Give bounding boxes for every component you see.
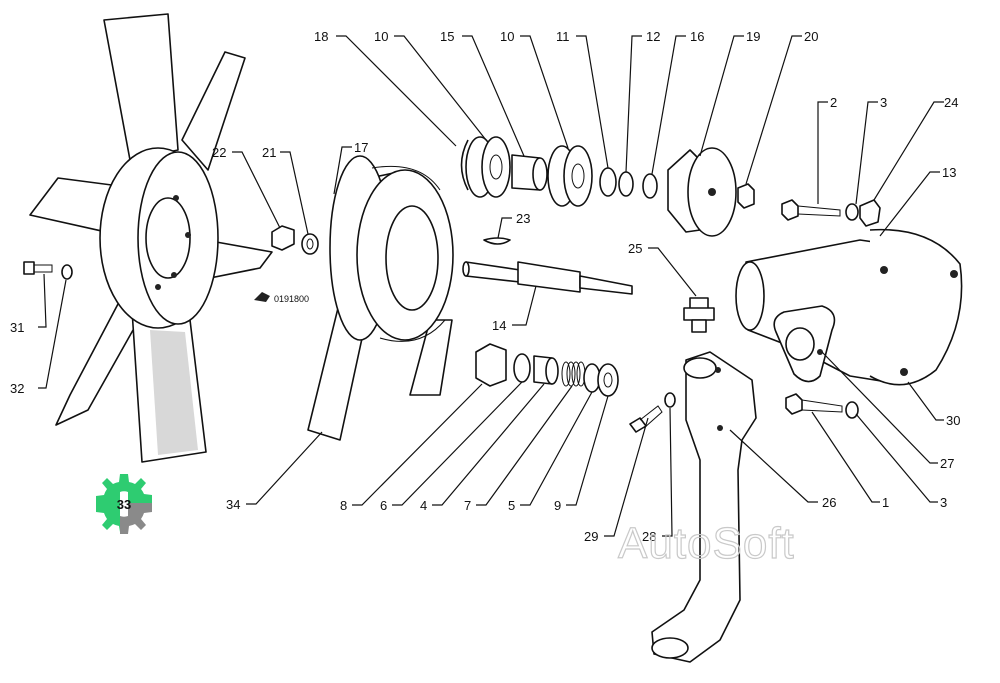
callout-2: 2	[830, 95, 837, 110]
callout-15: 15	[440, 29, 454, 44]
callout-1: 1	[882, 495, 889, 510]
callout-labels: 18 10 15 10 11 12 16 19 20 17 22 21 2 3 …	[10, 29, 960, 544]
seal-stack	[475, 343, 619, 397]
callout-11: 11	[556, 29, 570, 44]
fan-bolt-hole-1	[173, 195, 179, 201]
callout-10a: 10	[374, 29, 388, 44]
bearing-10a	[465, 136, 511, 198]
part-6	[513, 353, 531, 383]
bolt-1	[785, 393, 843, 415]
belt-and-pulley	[307, 155, 454, 441]
callout-31: 31	[10, 320, 24, 335]
pump-housing-13	[735, 228, 963, 386]
washer-32	[61, 264, 73, 280]
fan-bolt-hole-3	[171, 272, 177, 278]
belt-34-back	[409, 319, 453, 396]
callout-14: 14	[492, 318, 506, 333]
callout-22: 22	[212, 145, 226, 160]
callout-3-bottom: 3	[940, 495, 947, 510]
bolt-31	[23, 261, 53, 275]
fan-blade-top	[103, 13, 179, 161]
gear-icon-right	[120, 503, 152, 534]
callout-12: 12	[646, 29, 660, 44]
fan-bolt-hole-4	[155, 284, 161, 290]
callout-6: 6	[380, 498, 387, 513]
drawing-code-stamp: 0191800	[254, 292, 309, 304]
callout-21: 21	[262, 145, 276, 160]
callout-8: 8	[340, 498, 347, 513]
fan-blade-upper-right	[181, 51, 246, 171]
ring-12	[618, 171, 634, 197]
callout-13: 13	[942, 165, 956, 180]
callout-9: 9	[554, 498, 561, 513]
seal-16	[642, 173, 658, 199]
pulley-17-bore	[385, 205, 439, 311]
spacer-15	[511, 154, 548, 191]
callout-10b: 10	[500, 29, 514, 44]
fan-blade-bottom-shade	[150, 330, 198, 455]
fan-assembly	[29, 13, 273, 463]
ring-11	[599, 167, 617, 197]
washer-3-top	[845, 203, 859, 221]
callout-32: 32	[10, 381, 24, 396]
gasket-30	[869, 228, 963, 386]
watermark: AutoSoft	[618, 519, 795, 568]
part-8	[475, 343, 507, 387]
callout-29: 29	[584, 529, 598, 544]
nut-22	[271, 225, 295, 251]
callout-26: 26	[822, 495, 836, 510]
nut-20	[737, 183, 755, 209]
bolt-29	[629, 405, 663, 433]
gear-icon-left	[96, 474, 152, 532]
washer-3-bottom	[845, 401, 859, 419]
callout-17: 17	[354, 140, 368, 155]
drawing-code: 0191800	[274, 294, 309, 304]
spring-7	[561, 361, 586, 387]
callout-25: 25	[628, 241, 642, 256]
fan-bolt-hole-2	[185, 232, 191, 238]
fan-hub-bore	[145, 197, 191, 279]
callout-24: 24	[944, 95, 958, 110]
badge-label: 33	[117, 497, 131, 512]
outlet-pipe-26	[651, 351, 757, 663]
callout-28: 28	[642, 529, 656, 544]
part-33-badge[interactable]: 33	[96, 474, 152, 534]
ring-9	[597, 363, 619, 397]
impeller-19	[667, 147, 737, 237]
key-23	[483, 237, 511, 245]
sensor-25	[683, 297, 715, 333]
callout-27: 27	[940, 456, 954, 471]
washer-28	[664, 392, 676, 408]
callout-20: 20	[804, 29, 818, 44]
callout-19: 19	[746, 29, 760, 44]
callout-16: 16	[690, 29, 704, 44]
callout-23: 23	[516, 211, 530, 226]
washer-21	[301, 233, 319, 255]
callout-18: 18	[314, 29, 328, 44]
leader-lines	[38, 35, 944, 537]
callout-7: 7	[464, 498, 471, 513]
callout-4: 4	[420, 498, 427, 513]
stud-24	[859, 199, 881, 227]
callout-3-top: 3	[880, 95, 887, 110]
callout-30: 30	[946, 413, 960, 428]
shaft-14	[462, 261, 633, 295]
callout-5: 5	[508, 498, 515, 513]
bearing-10b	[547, 145, 593, 207]
callout-34: 34	[226, 497, 240, 512]
bolt-2	[781, 199, 841, 221]
car-icon	[254, 292, 270, 302]
